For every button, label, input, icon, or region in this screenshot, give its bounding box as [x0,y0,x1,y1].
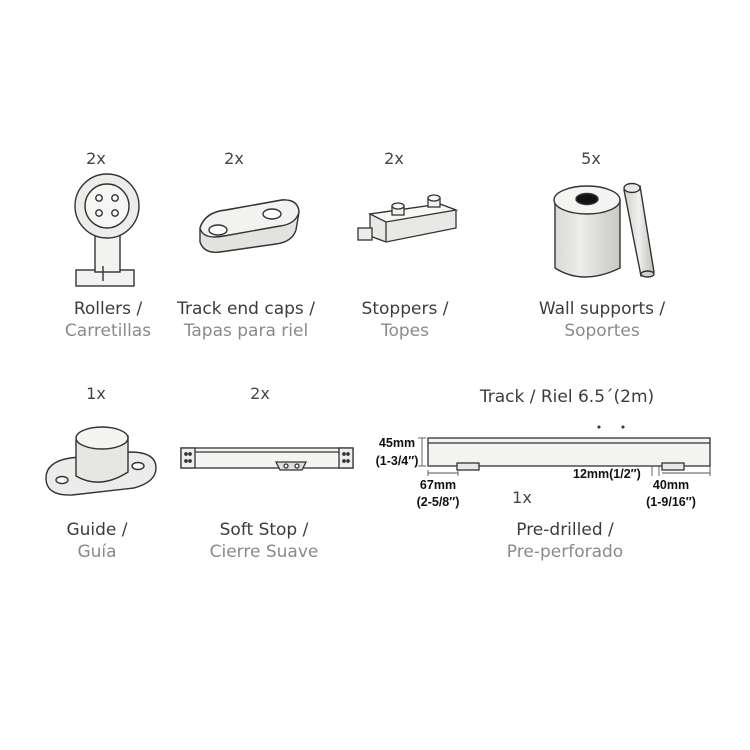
roller-icon [74,173,140,287]
track-dimension-lines [418,437,711,476]
rollers-label-es: Carretillas [64,321,152,341]
separator: / [309,299,315,319]
rollers-qty: 2x [86,149,106,168]
pre-drilled-label-es: Pre-perforado [506,542,624,562]
pre-drilled-qty: 1x [512,488,532,507]
track-end-caps-label-en: Track end caps [177,299,304,319]
wall-supports-qty: 5x [581,149,601,168]
separator: / [659,299,666,319]
guide-qty: 1x [86,384,106,403]
soft-stop-icon [180,447,354,471]
wall-supports-label: Wall supports / [539,299,665,319]
guide-label: Guide / [66,520,127,540]
separator: / [608,520,614,540]
separator: / [121,520,128,540]
soft-stop-label: Soft Stop / [220,520,309,540]
stoppers-qty: 2x [384,149,404,168]
separator: / [136,299,143,319]
track-left-offset-in: (2-5/8″) [416,495,460,509]
stoppers-label: Stoppers / [362,299,449,319]
guide-icon [45,426,157,496]
track-height-mm: 45mm [378,436,416,450]
guide-label-es: Guía [77,542,117,562]
rollers-label: Rollers / [74,299,142,319]
track-title: Track / Riel 6.5´(2m) [480,387,654,407]
stopper-icon [357,194,459,243]
track-height-in: (1-3/4″) [375,454,419,468]
track-right-offset-mm: 40mm [652,478,690,492]
track-title-en: Track [479,387,525,407]
track-title-es: Riel 6.5´(2m) [540,387,655,407]
separator: / [442,299,449,319]
track-end-cap-icon [199,199,300,253]
separator: / [302,520,309,540]
soft-stop-label-en: Soft Stop [219,520,298,540]
stoppers-label-en: Stoppers [361,299,438,319]
soft-stop-label-es: Cierre Suave [209,542,319,562]
track-end-caps-qty: 2x [224,149,244,168]
guide-label-en: Guide [66,520,117,540]
soft-stop-qty: 2x [250,384,270,403]
track-icon [427,425,711,471]
pre-drilled-label-en: Pre-drilled [516,520,603,540]
wall-support-icon [553,182,655,278]
track-end-caps-label-es: Tapas para riel [183,321,309,341]
track-end-caps-label: Track end caps / [177,299,315,319]
rollers-label-en: Rollers [73,299,132,319]
track-left-offset-mm: 67mm [419,478,457,492]
stoppers-label-es: Topes [380,321,430,341]
pre-drilled-label: Pre-drilled / [516,520,614,540]
wall-supports-label-en: Wall supports [538,299,654,319]
separator: / [529,387,536,407]
track-gap-label: 12mm(1/2″) [573,467,641,481]
track-right-offset-in: (1-9/16″) [646,495,696,509]
wall-supports-label-es: Soportes [564,321,640,341]
